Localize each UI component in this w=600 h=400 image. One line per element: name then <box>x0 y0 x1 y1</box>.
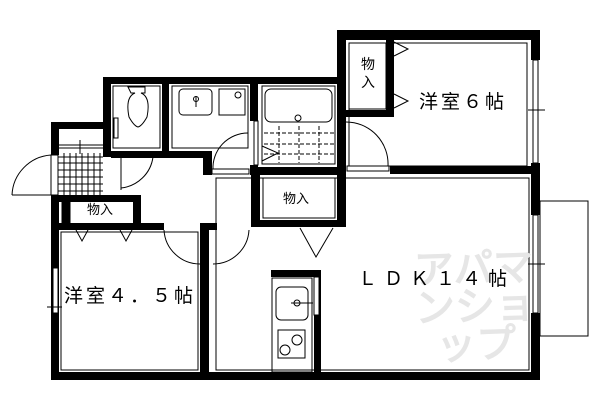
closet-label-room45: 物入 <box>87 203 114 218</box>
room-label-ldk: ＬＤＫ１４帖 <box>358 268 515 290</box>
room-label-western-6: 洋室６帖 <box>419 91 508 113</box>
fixtures <box>11 41 589 373</box>
watermark: アパマンショップ <box>413 243 536 370</box>
closet-label-center: 物入 <box>283 192 310 207</box>
closet-label-room6: 物入 <box>361 57 375 91</box>
room-label-western-4-5: 洋室４．５帖 <box>64 285 197 307</box>
